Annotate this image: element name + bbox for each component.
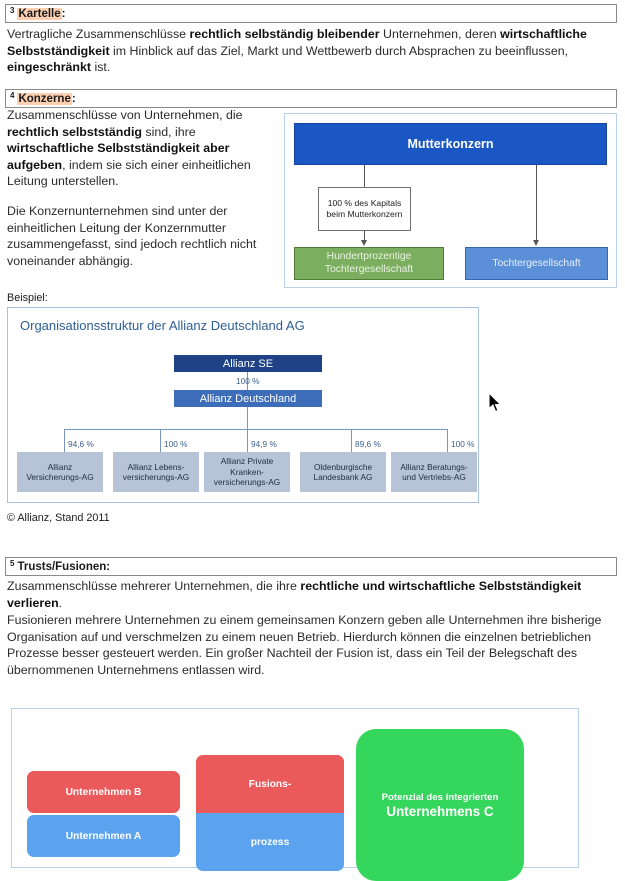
allianz-drop-1 — [64, 429, 65, 452]
allianz-drop-2 — [160, 429, 161, 452]
section-header-konzerne: 4 Konzerne: — [5, 89, 617, 108]
trusts-paragraph-2: Fusionieren mehrere Unternehmen zu einem… — [7, 613, 602, 677]
trusts-body: Zusammenschlüsse mehrerer Unternehmen, d… — [7, 578, 615, 679]
fusion-node-fusionsprozess-bottom: prozess — [196, 813, 344, 871]
fusion-node-unternehmen-a: Unternehmen A — [27, 815, 180, 857]
allianz-percentage-3: 94,9 % — [251, 439, 277, 449]
mouse-cursor — [489, 393, 502, 413]
section-number-trusts: 5 — [10, 559, 15, 568]
section-colon-konzerne: : — [71, 92, 76, 105]
allianz-org-chart: Organisationsstruktur der Allianz Deutsc… — [7, 307, 479, 503]
allianz-drop-3 — [247, 429, 248, 452]
connector-callout-to-green — [364, 231, 365, 241]
section-colon-trusts: : — [106, 560, 111, 573]
konzern-diagram: Mutterkonzern 100 % des Kapitals beim Mu… — [284, 113, 617, 288]
konzerne-body: Zusammenschlüsse von Unternehmen, die re… — [7, 107, 279, 282]
kartelle-body: Vertragliche Zusammenschlüsse rechtlich … — [7, 27, 587, 75]
connector-parent-to-callout — [364, 165, 365, 187]
fusion-result-line-2: Unternehmens C — [386, 803, 494, 819]
diagram-node-mutterkonzern: Mutterkonzern — [294, 123, 607, 165]
beispiel-label: Beispiel: — [7, 292, 48, 304]
section-header-trusts: 5 Trusts/Fusionen: — [5, 557, 617, 576]
diagram-node-tochtergesellschaft: Tochtergesellschaft — [465, 247, 608, 280]
allianz-node-allianz-se: Allianz SE — [174, 355, 322, 372]
section-number-kartelle: 3 — [10, 6, 15, 15]
arrowhead-blue — [532, 240, 539, 246]
allianz-leaf-lebensversicherungs-ag: Allianz Lebens- versicherungs-AG — [113, 452, 199, 492]
fusion-diagram: Unternehmen B Unternehmen A Fusions- pro… — [11, 708, 579, 881]
allianz-drop-5 — [447, 429, 448, 452]
fusion-node-unternehmen-b: Unternehmen B — [27, 771, 180, 813]
section-title-trusts: Trusts/Fusionen — [17, 560, 107, 573]
arrowhead-green — [360, 240, 367, 246]
section-colon-kartelle: : — [61, 7, 66, 20]
allianz-percentage-4: 89,6 % — [355, 439, 381, 449]
diagram-node-hundertprozentige-tochter: Hundertprozentige Tochtergesellschaft — [294, 247, 444, 280]
allianz-node-allianz-deutschland: Allianz Deutschland — [174, 390, 322, 407]
trusts-paragraph-1: Zusammenschlüsse mehrerer Unternehmen, d… — [7, 579, 582, 610]
allianz-leaf-oldenburgische-landesbank: Oldenburgische Landesbank AG — [300, 452, 386, 492]
diagram-callout-capital: 100 % des Kapitals beim Mutterkonzern — [318, 187, 411, 231]
allianz-leaf-beratungs-vertriebs-ag: Allianz Beratungs- und Vertriebs-AG — [391, 452, 477, 492]
section-title-kartelle: Kartelle — [17, 7, 62, 20]
section-title-konzerne: Konzerne — [17, 92, 72, 105]
konzerne-paragraph-2: Die Konzernunternehmen sind unter der ei… — [7, 203, 257, 268]
allianz-connector-trunk — [247, 407, 248, 429]
allianz-drop-4 — [351, 429, 352, 452]
allianz-chart-title: Organisationsstruktur der Allianz Deutsc… — [20, 318, 305, 333]
fusion-result-line-1: Potenzial des integrierten — [381, 791, 499, 803]
allianz-connector-bus — [64, 429, 447, 430]
konzerne-paragraph-1: Zusammenschlüsse von Unternehmen, die re… — [7, 108, 251, 189]
fusion-node-unternehmen-c: Potenzial des integrierten Unternehmens … — [356, 729, 524, 881]
allianz-leaf-versicherungs-ag: Allianz Versicherungs-AG — [17, 452, 103, 492]
section-header-kartelle: 3 Kartelle: — [5, 4, 617, 23]
allianz-leaf-krankenversicherungs-ag: Allianz Private Kranken- versicherungs-A… — [204, 452, 290, 492]
allianz-connector-se-to-deutschland — [247, 372, 248, 390]
fusion-node-fusionsprozess-top: Fusions- — [196, 755, 344, 813]
allianz-percentage-top: 100 % — [236, 376, 260, 386]
allianz-copyright: © Allianz, Stand 2011 — [7, 512, 110, 524]
allianz-percentage-5: 100 % — [451, 439, 475, 449]
section-number-konzerne: 4 — [10, 91, 15, 100]
allianz-percentage-2: 100 % — [164, 439, 188, 449]
connector-parent-to-blue — [536, 165, 537, 241]
allianz-percentage-1: 94,6 % — [68, 439, 94, 449]
